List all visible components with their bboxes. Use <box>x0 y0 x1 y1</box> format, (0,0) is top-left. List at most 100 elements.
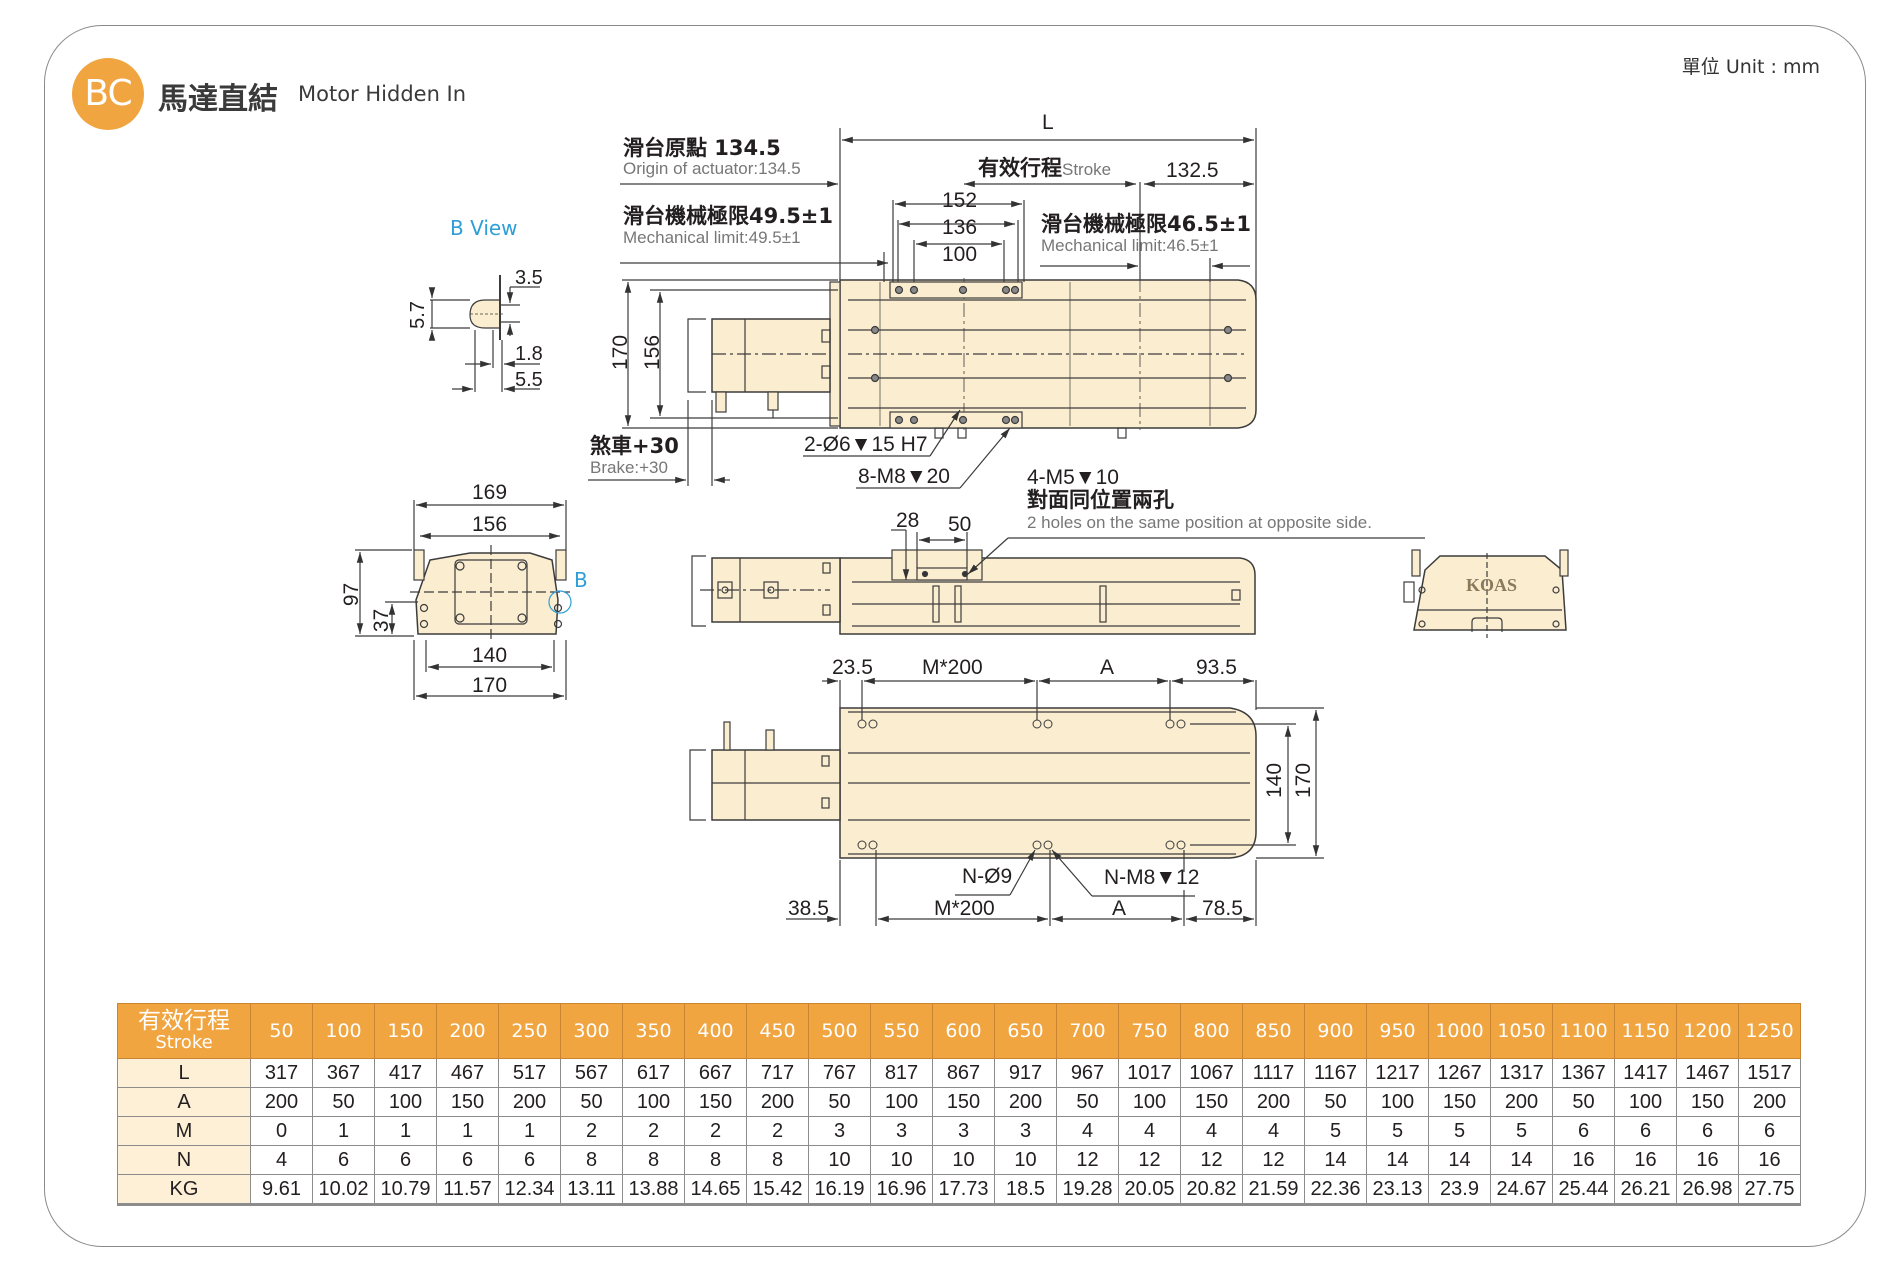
table-cell: 1317 <box>1490 1058 1553 1088</box>
table-cell: 1 <box>498 1116 561 1146</box>
table-cell: 5 <box>1428 1116 1491 1146</box>
mech-limit-left-en: Mechanical limit:49.5±1 <box>623 228 801 247</box>
side-note-cn: 對面同位置兩孔 <box>1027 488 1174 512</box>
header-stroke-value: 200 <box>436 1003 499 1059</box>
header-stroke-value: 1050 <box>1490 1003 1553 1059</box>
brake-label-cn: 煞車+30 <box>590 434 679 458</box>
table-cell: 14.65 <box>684 1174 747 1206</box>
table-cell: 1167 <box>1304 1058 1367 1088</box>
header-stroke-value: 500 <box>808 1003 871 1059</box>
pin-hole-note: 2-Ø6▼15 H7 <box>804 433 928 456</box>
header-stroke-value: 800 <box>1180 1003 1243 1059</box>
table-cell: 6 <box>1738 1116 1801 1146</box>
table-cell: 200 <box>1738 1087 1801 1117</box>
table-cell: 12 <box>1242 1145 1305 1175</box>
table-cell: 16 <box>1738 1145 1801 1175</box>
mech-limit-left-cn: 滑台機械極限49.5±1 <box>623 204 834 228</box>
b-view-dim-1-8: 1.8 <box>515 343 543 365</box>
table-cell: 150 <box>436 1087 499 1117</box>
dim-100: 100 <box>942 243 978 266</box>
dim-78-5: 78.5 <box>1202 897 1243 920</box>
table-cell: 150 <box>932 1087 995 1117</box>
table-cell: 5 <box>1304 1116 1367 1146</box>
header-stroke-value: 700 <box>1056 1003 1119 1059</box>
brake-label-en: Brake:+30 <box>590 458 668 477</box>
table-cell: 417 <box>374 1058 437 1088</box>
header-stroke-value: 50 <box>250 1003 313 1059</box>
table-cell: 1267 <box>1428 1058 1491 1088</box>
table-cell: 5 <box>1490 1116 1553 1146</box>
table-cell: 16.19 <box>808 1174 871 1206</box>
table-cell: 14 <box>1490 1145 1553 1175</box>
table-cell: 50 <box>1056 1087 1119 1117</box>
table-cell: 12 <box>1056 1145 1119 1175</box>
row-label: M <box>117 1116 251 1146</box>
table-cell: 12 <box>1118 1145 1181 1175</box>
table-cell: 150 <box>684 1087 747 1117</box>
table-cell: 16 <box>1552 1145 1615 1175</box>
table-cell: 13.11 <box>560 1174 623 1206</box>
table-cell: 21.59 <box>1242 1174 1305 1206</box>
table-cell: 16 <box>1614 1145 1677 1175</box>
table-cell: 467 <box>436 1058 499 1088</box>
header-stroke-value: 750 <box>1118 1003 1181 1059</box>
table-cell: 3 <box>994 1116 1057 1146</box>
mech-limit-right-en: Mechanical limit:46.5±1 <box>1041 236 1219 255</box>
dim-28: 28 <box>896 509 920 532</box>
table-cell: 100 <box>1366 1087 1429 1117</box>
table-cell: 20.05 <box>1118 1174 1181 1206</box>
table-cell: 26.21 <box>1614 1174 1677 1206</box>
table-cell: 4 <box>1056 1116 1119 1146</box>
table-cell: 1017 <box>1118 1058 1181 1088</box>
table-cell: 150 <box>1428 1087 1491 1117</box>
mech-limit-right-cn: 滑台機械極限46.5±1 <box>1041 212 1252 236</box>
table-cell: 14 <box>1366 1145 1429 1175</box>
dim-L: L <box>1042 111 1054 134</box>
dim-136: 136 <box>942 216 978 239</box>
table-cell: 1417 <box>1614 1058 1677 1088</box>
hole-note-m8: N-M8▼12 <box>1104 866 1200 889</box>
row-label: KG <box>117 1174 251 1206</box>
table-cell: 6 <box>1676 1116 1739 1146</box>
table-cell: 26.98 <box>1676 1174 1739 1206</box>
table-cell: 18.5 <box>994 1174 1057 1206</box>
table-cell: 16 <box>1676 1145 1739 1175</box>
table-cell: 50 <box>808 1087 871 1117</box>
table-cell: 100 <box>622 1087 685 1117</box>
table-cell: 4 <box>1118 1116 1181 1146</box>
dim-50: 50 <box>948 513 972 536</box>
table-cell: 10 <box>994 1145 1057 1175</box>
end-view-right <box>1403 549 1569 638</box>
table-cell: 1117 <box>1242 1058 1305 1088</box>
table-cell: 2 <box>746 1116 809 1146</box>
dim-170-end: 170 <box>472 674 508 697</box>
b-view-title: B View <box>450 216 518 240</box>
table-cell: 10 <box>808 1145 871 1175</box>
table-cell: 1217 <box>1366 1058 1429 1088</box>
table-cell: 6 <box>498 1145 561 1175</box>
dim-a-bottom: A <box>1112 897 1127 920</box>
dim-m200-bottom: M*200 <box>934 897 995 920</box>
b-view-dim-3-5: 3.5 <box>515 267 543 289</box>
hole-note-n9: N-Ø9 <box>962 865 1013 888</box>
side-note-en: 2 holes on the same position at opposite… <box>1027 513 1372 532</box>
dim-132-5: 132.5 <box>1166 159 1219 182</box>
header-stroke-value: 550 <box>870 1003 933 1059</box>
table-cell: 10.02 <box>312 1174 375 1206</box>
table-cell: 4 <box>1180 1116 1243 1146</box>
origin-label-cn: 滑台原點 134.5 <box>623 136 781 160</box>
table-cell: 6 <box>436 1145 499 1175</box>
header-stroke-value: 150 <box>374 1003 437 1059</box>
table-cell: 11.57 <box>436 1174 499 1206</box>
table-cell: 1 <box>374 1116 437 1146</box>
table-cell: 3 <box>932 1116 995 1146</box>
table-cell: 367 <box>312 1058 375 1088</box>
table-cell: 150 <box>1676 1087 1739 1117</box>
table-cell: 100 <box>1118 1087 1181 1117</box>
header-stroke-value: 650 <box>994 1003 1057 1059</box>
